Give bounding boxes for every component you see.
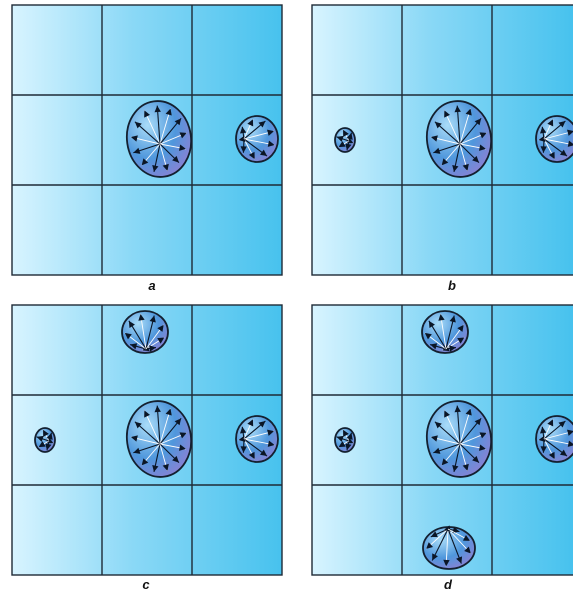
seed-cell-top [122, 311, 168, 353]
seed-cell-right [536, 116, 573, 162]
seed-cell-right [536, 416, 573, 462]
seed-cell-right [236, 416, 278, 462]
panel-d-label: d [444, 577, 453, 592]
panel-a-label: a [148, 278, 155, 293]
seed-cell-right [236, 116, 278, 162]
seed-cell-left [335, 128, 355, 152]
seed-cell-left [35, 428, 55, 452]
seed-cell-left [335, 428, 355, 452]
seed-cell-bottom [423, 525, 475, 569]
panel-b-label: b [448, 278, 456, 293]
seed-cell-top [422, 311, 468, 353]
panel-c-label: c [142, 577, 150, 592]
